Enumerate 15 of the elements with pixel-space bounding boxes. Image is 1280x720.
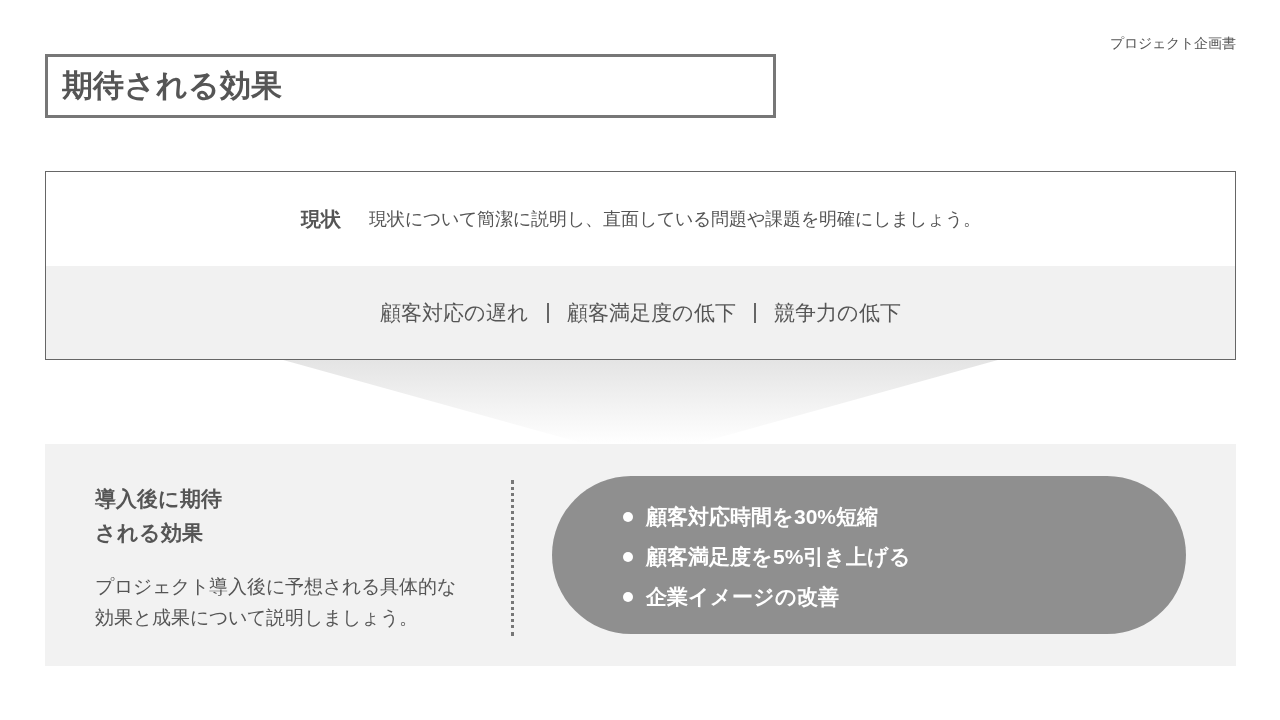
issue-text: 顧客満足度の低下 xyxy=(567,299,736,326)
slide-title: 期待される効果 xyxy=(45,54,776,118)
document-label: プロジェクト企画書 xyxy=(1110,35,1236,53)
description-text: 現状について簡潔に説明し、直面している問題や課題を明確にしましょう。 xyxy=(368,208,981,231)
bullet-text: 顧客対応時間を30%短縮 xyxy=(646,504,879,530)
issue-text: 競争力の低下 xyxy=(774,299,901,326)
issue-text: 顧客対応の遅れ xyxy=(380,299,529,326)
description-text: プロジェクト導入後に予想される具体的な効果と成果について説明しましょう。 xyxy=(95,575,457,630)
status-box xyxy=(45,171,1236,360)
bullet-text: 企業イメージの改善 xyxy=(646,584,839,610)
panel-heading: 導入後に期待される効果 xyxy=(95,486,223,546)
effects-panel xyxy=(45,444,1236,666)
section-heading: 現状 xyxy=(300,206,341,232)
issue-band xyxy=(46,266,1235,359)
bullet-text: 顧客満足度を5%引き上げる xyxy=(646,544,912,570)
